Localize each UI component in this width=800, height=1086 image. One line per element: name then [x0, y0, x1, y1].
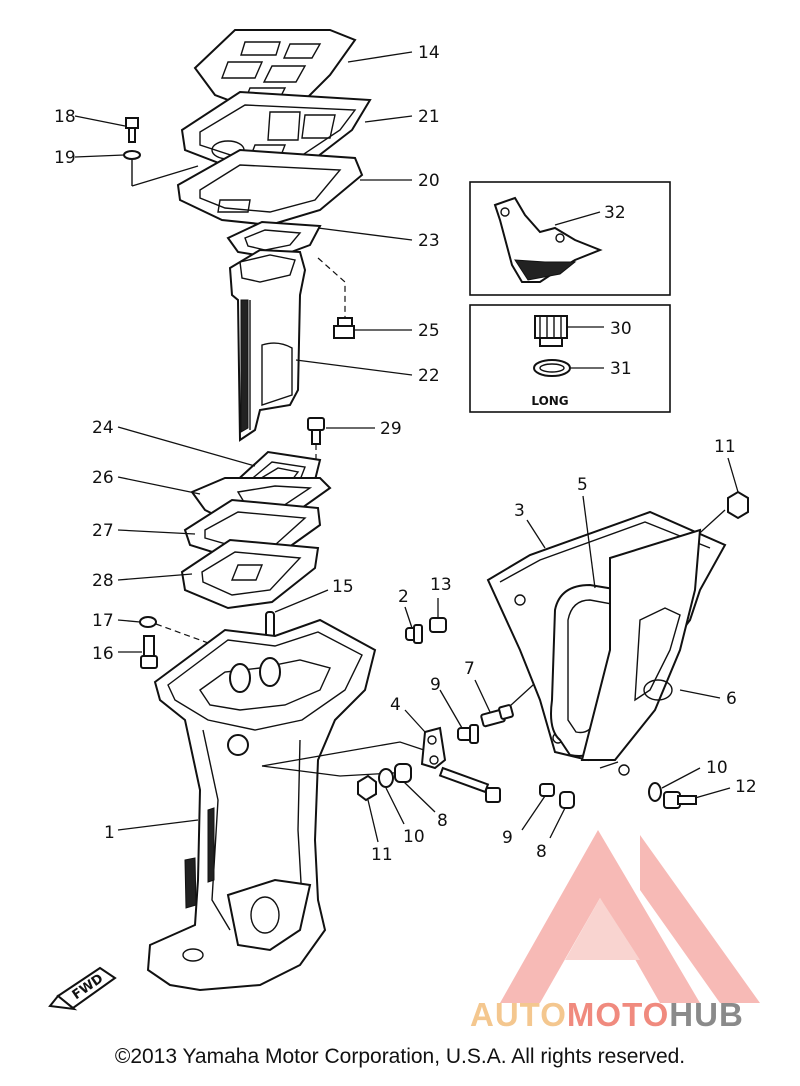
plate-6 [580, 528, 702, 761]
callout-16: 16 [92, 644, 114, 664]
watermark-moto: MOTO [566, 996, 670, 1033]
callout-20: 20 [418, 171, 440, 191]
callout-1: 1 [104, 823, 115, 843]
callout-28: 28 [92, 571, 114, 591]
washer-17 [139, 616, 157, 628]
callout-26: 26 [92, 468, 114, 488]
callout-3: 3 [514, 501, 525, 521]
callout-29: 29 [380, 419, 402, 439]
exhaust-guide-22 [228, 248, 307, 442]
circlip-31 [533, 359, 571, 377]
bushing-9-upper [457, 724, 479, 744]
callout-4: 4 [390, 695, 401, 715]
callout-32: 32 [604, 203, 626, 223]
callout-6: 6 [726, 689, 737, 709]
callout-9-lower: 9 [502, 828, 513, 848]
callout-5: 5 [577, 475, 588, 495]
grommet-8-right [559, 791, 575, 809]
callout-15: 15 [332, 577, 354, 597]
callout-27: 27 [92, 521, 114, 541]
gasket-20 [176, 148, 364, 227]
bolt-18 [125, 117, 139, 143]
callout-25: 25 [418, 321, 440, 341]
bolt-16 [140, 635, 158, 669]
inset-long-label: LONG [531, 394, 568, 408]
grommet-2 [405, 624, 423, 644]
washer-10-lower [378, 768, 394, 788]
callout-31: 31 [610, 359, 632, 379]
callout-21: 21 [418, 107, 440, 127]
fitting-30 [534, 315, 568, 347]
callout-8-right: 8 [536, 842, 547, 862]
upper-casing-1 [146, 618, 377, 992]
callout-17: 17 [92, 611, 114, 631]
copyright-notice: ©2013 Yamaha Motor Corporation, U.S.A. A… [114, 1045, 686, 1068]
screw-12 [663, 791, 697, 809]
callout-19: 19 [54, 148, 76, 168]
callout-9-upper: 9 [430, 675, 441, 695]
bracket-4 [420, 726, 447, 770]
watermark-auto: AUTO [470, 996, 567, 1033]
callout-23: 23 [418, 231, 440, 251]
long-bolt-8 [438, 766, 501, 803]
callout-10-lower: 10 [403, 827, 425, 847]
washer-19 [123, 150, 141, 186]
inset-box-30-31: LONG [469, 304, 671, 413]
callout-24: 24 [92, 418, 114, 438]
callout-2: 2 [398, 587, 409, 607]
screw-7 [480, 704, 514, 728]
cap-13 [429, 617, 447, 633]
bolt-29 [307, 417, 325, 478]
callout-22: 22 [418, 366, 440, 386]
watermark-wordmark: AUTOMOTOHUB [470, 996, 744, 1034]
callout-10-right: 10 [706, 758, 728, 778]
grommet-8-lower [394, 763, 412, 783]
nut-11-upper [727, 490, 749, 520]
gasket-23 [226, 220, 322, 260]
inset-box-32 [469, 181, 671, 296]
watermark-hub: HUB [669, 996, 744, 1033]
callout-14: 14 [418, 43, 440, 63]
callout-8-lower: 8 [437, 811, 448, 831]
callout-30: 30 [610, 319, 632, 339]
leader-lines [74, 51, 739, 843]
callout-labels: 14 21 18 19 20 23 32 25 30 31 22 24 29 1… [54, 43, 757, 865]
callout-13: 13 [430, 575, 452, 595]
callout-7: 7 [464, 659, 475, 679]
callout-11-lower: 11 [371, 845, 393, 865]
callout-11-upper: 11 [714, 437, 736, 457]
bushing-9-lower [539, 783, 555, 797]
fwd-arrow-icon: FWD [48, 966, 117, 1011]
nut-25 [317, 257, 355, 339]
callout-18: 18 [54, 107, 76, 127]
washer-10-right [648, 782, 662, 802]
gasket-28 [180, 538, 320, 610]
callout-12: 12 [735, 777, 757, 797]
watermark-logo-icon [500, 830, 760, 1003]
nut-11-lower [357, 774, 377, 802]
